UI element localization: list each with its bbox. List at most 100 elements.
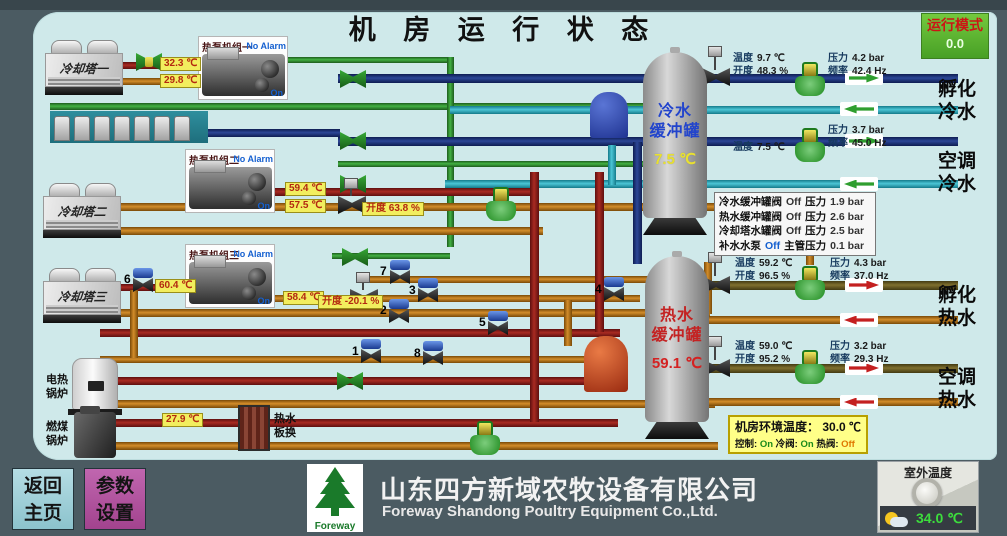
heat-pump-unit-3[interactable]: 热泵机组三 No Alarm On — [185, 244, 275, 308]
tank-name: 热水 — [659, 307, 694, 324]
valve-motor-icon — [423, 341, 443, 351]
status-row: 冷却塔水罐阀 Off 压力 2.5 bar — [719, 225, 865, 237]
motor-valve-7[interactable] — [390, 260, 410, 284]
env-label: 机房环境温度： — [735, 420, 820, 434]
alarm-status: No Alarm — [233, 249, 273, 259]
gate-valve-icon — [337, 372, 363, 390]
flow-arrow-left-icon — [840, 102, 878, 116]
tower-base — [45, 87, 123, 95]
pine-tree-icon — [315, 467, 355, 516]
pipe-hp2-out — [273, 188, 536, 196]
tank-feet — [643, 218, 707, 235]
foreway-logo: Foreway — [307, 464, 363, 532]
expansion-tank-cold — [590, 92, 628, 138]
pipe-cooling-green-lower — [338, 161, 648, 167]
pump-hatch-hot — [795, 266, 825, 300]
valve-motor-icon — [133, 268, 153, 278]
louver-icon — [46, 220, 118, 228]
valve-motor-icon — [361, 339, 381, 349]
motor-valve-8[interactable] — [423, 341, 443, 365]
heat-pump-unit-2[interactable]: 热泵机组二 No Alarm On — [185, 149, 275, 213]
opening-tag: 开度 63.8 % — [362, 202, 424, 216]
pipe-navy-riser — [633, 142, 642, 264]
valve-number: 7 — [380, 264, 387, 278]
outdoor-temp-value: 34.0 ℃ — [916, 509, 963, 526]
heat-pump-unit-1[interactable]: 热泵机组一 No Alarm On — [198, 36, 288, 100]
motor-valve-4[interactable] — [604, 277, 624, 301]
status-row: 冷水缓冲罐阀 Off 压力 1.9 bar — [719, 196, 865, 208]
motor-valve-6[interactable] — [133, 268, 153, 292]
pipe-hot-low-1 — [100, 400, 715, 408]
run-status: On — [257, 296, 271, 306]
dest-ac-cold: 空调冷水 — [938, 151, 977, 195]
gate-valve-icon — [342, 248, 368, 266]
gate-valve-icon — [340, 70, 366, 88]
transmitter-icon — [356, 272, 370, 283]
tank-temp: 59.1 ℃ — [651, 355, 703, 372]
hot-buffer-tank: 热水 缓冲罐 59.1 ℃ — [645, 251, 709, 439]
dest-hatch-hot: 孵化热水 — [938, 285, 977, 329]
valve-motor-icon — [389, 299, 409, 309]
pump-hot-main — [486, 187, 516, 221]
transmitter-icon — [708, 46, 722, 57]
motor-valve-1[interactable] — [361, 339, 381, 363]
valve-motor-icon — [418, 278, 438, 288]
pipe-green-branch — [332, 253, 450, 259]
tower-base — [43, 315, 121, 323]
pump-ac-cold — [795, 128, 825, 162]
fan-coil-unit-icon — [134, 116, 150, 141]
tower-label: 冷却塔三 — [57, 290, 107, 304]
alarm-status: No Alarm — [246, 41, 286, 51]
pipe-tower3-hot — [118, 284, 188, 291]
motor-valve-2[interactable] — [389, 299, 409, 323]
valve-number: 4 — [595, 282, 602, 296]
pipe-hp3-out — [273, 295, 640, 302]
run-mode-value: 0.0 — [945, 36, 965, 51]
settings-button[interactable]: 参数设置 — [84, 468, 146, 530]
compressor-icon — [189, 160, 272, 209]
pipe-boiler-hot — [100, 419, 618, 427]
pipe-red-riser-1 — [530, 172, 539, 422]
run-mode-box[interactable]: 运行模式 0.0 — [921, 13, 989, 59]
electric-boiler — [72, 358, 118, 410]
pump-hatch-cold — [795, 62, 825, 96]
temp-tag: 60.4 ℃ — [155, 279, 197, 293]
cold-valve-state: On — [800, 439, 814, 450]
control-valve-icon — [338, 196, 366, 214]
pipe-cooling-green-riser — [447, 57, 454, 247]
pipe-hot-mid-3 — [100, 356, 620, 363]
compressor-icon — [202, 47, 285, 96]
pipe-tower3-riser — [130, 290, 138, 358]
ctrl-state: On — [759, 439, 774, 450]
valve-motor-icon — [604, 277, 624, 287]
alarm-status: No Alarm — [233, 154, 273, 164]
temp-tag: 32.3 ℃ — [160, 57, 202, 71]
pipe-boiler-return — [100, 442, 718, 450]
tank-name: 冷水 — [657, 103, 692, 120]
pipe-red-riser-2 — [595, 172, 604, 332]
pipe-cooling-green-main — [50, 103, 650, 110]
gate-valve-icon — [340, 132, 366, 150]
env-temp: 30.0 ℃ — [822, 420, 862, 434]
run-status: On — [257, 201, 271, 211]
motor-valve-5[interactable] — [488, 311, 508, 335]
temp-tag: 27.9 ℃ — [162, 413, 204, 427]
valve-core-icon — [145, 57, 153, 67]
fan-coil-unit-icon — [174, 116, 190, 141]
pipe-fancoil-navy — [206, 129, 340, 137]
hot-valve-state: Off — [841, 439, 855, 450]
pipe-hot-supply-ac — [705, 364, 958, 373]
home-button[interactable]: 返回主页 — [12, 468, 74, 530]
expansion-tank-hot — [584, 336, 628, 392]
motor-valve-3[interactable] — [418, 278, 438, 302]
tank-temp: 7.5 ℃ — [654, 151, 696, 168]
flow-arrow-left-icon — [840, 177, 878, 191]
status-row: 热水缓冲罐阀 Off 压力 2.6 bar — [719, 210, 865, 223]
page-title: 机 房 运 行 状 态 — [348, 15, 659, 45]
valve-status-panel: 冷水缓冲罐阀 Off 压力 1.9 bar 热水缓冲罐阀 Off 压力 2.6 … — [714, 192, 876, 256]
plate-heat-exchanger — [238, 405, 270, 451]
louver-icon — [46, 305, 118, 313]
